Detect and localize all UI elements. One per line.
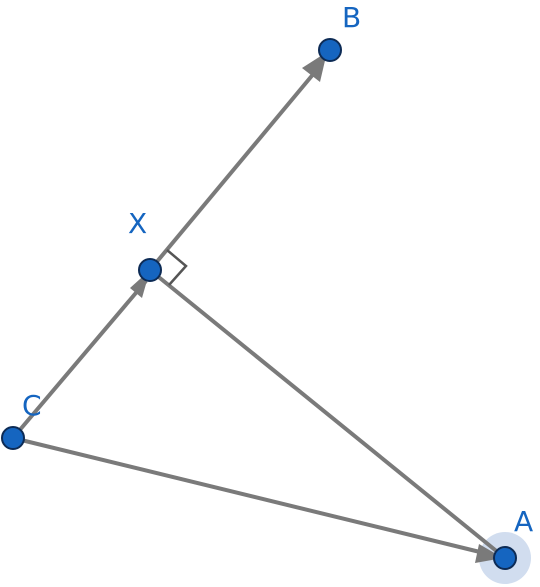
point-x[interactable] <box>138 258 162 282</box>
right-angle-marker <box>166 249 188 286</box>
segment-c-a[interactable] <box>12 436 485 555</box>
point-b-label: B <box>342 1 361 34</box>
segment-x-b[interactable] <box>148 64 322 272</box>
segment-x-a[interactable] <box>148 268 507 560</box>
arrow-x-b <box>302 52 327 82</box>
point-a[interactable] <box>493 546 517 570</box>
segment-c-x[interactable] <box>11 279 148 440</box>
point-x-label: X <box>128 207 147 240</box>
point-a-label: A <box>514 505 533 538</box>
point-c[interactable] <box>1 426 25 450</box>
point-c-label: C <box>22 389 42 422</box>
point-b[interactable] <box>318 38 342 62</box>
